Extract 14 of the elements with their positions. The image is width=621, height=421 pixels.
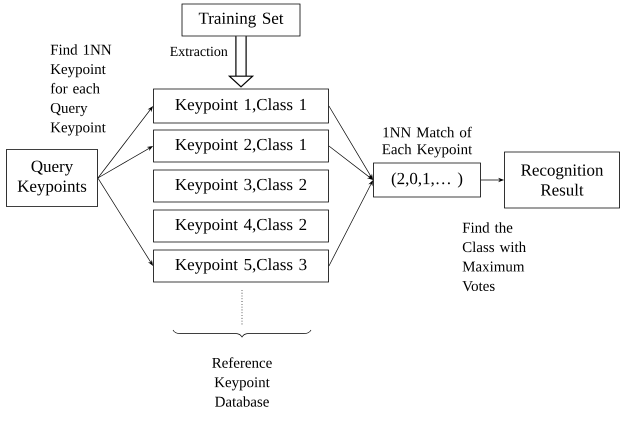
process-box: Keypoint 3,Class 2 xyxy=(153,170,329,202)
node-caption: 1NN Match of Each Keypoint xyxy=(382,126,472,158)
process-box: Keypoint 2,Class 1 xyxy=(153,130,329,162)
note-text: Find the Class with Maximum Votes xyxy=(462,222,526,292)
edge-label: Extraction xyxy=(170,46,228,56)
process-box: (2,0,1,… ) xyxy=(373,162,481,198)
note-text: Find 1NN Keypoint for each Query Keypoint xyxy=(50,44,112,136)
process-box: Keypoint 5,Class 3 xyxy=(153,250,329,282)
process-box: Keypoint 4,Class 2 xyxy=(153,210,329,242)
process-box: Recognition Result xyxy=(504,152,620,208)
process-box: Keypoint 1,Class 1 xyxy=(153,88,329,124)
note-text: Reference Keypoint Database xyxy=(212,357,272,407)
process-box: Query Keypoints xyxy=(6,149,98,207)
process-box: Training Set xyxy=(182,4,300,36)
